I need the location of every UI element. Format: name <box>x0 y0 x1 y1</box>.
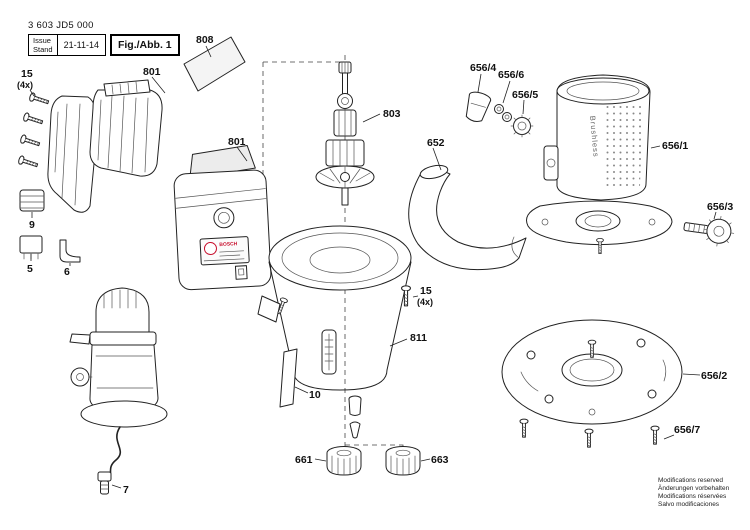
part-label-656-7: 656/7 <box>674 424 700 436</box>
part-label-661: 661 <box>295 454 313 466</box>
part-656-1-base-housing: Brushless <box>526 74 673 255</box>
part-label-5: 5 <box>27 263 33 275</box>
part-801-motor: BOSCH <box>173 144 272 291</box>
motor-housing-shells <box>47 79 163 213</box>
part-label-7: 7 <box>123 484 129 496</box>
note-line-de: Änderungen vorbehalten <box>658 485 730 492</box>
part-label-15-top: 15 <box>21 68 33 80</box>
part-803-armature <box>315 61 375 206</box>
part-labels: 15 (4x) 801 808 801 803 652 656/4 656/6 … <box>17 34 733 496</box>
part-label-656-3: 656/3 <box>707 201 733 213</box>
part-label-801-motor: 801 <box>228 136 246 148</box>
part-label-656-6: 656/6 <box>498 69 524 81</box>
modification-notes: Modifications reserved Änderungen vorbeh… <box>658 477 750 509</box>
assembled-router <box>69 287 168 482</box>
part-656-4-cap <box>465 91 492 122</box>
part-label-656-5: 656/5 <box>512 89 538 101</box>
spindle-small-parts <box>348 395 362 439</box>
part-label-803: 803 <box>383 108 401 120</box>
part-label-15-base-qty: (4x) <box>417 297 433 307</box>
part-808-plate <box>183 36 246 92</box>
issue-label: Issue <box>33 36 51 45</box>
brushless-text: Brushless <box>588 115 601 158</box>
part-811-base-cup <box>257 225 412 391</box>
part-label-801-housing: 801 <box>143 66 161 78</box>
part-label-656-2: 656/2 <box>701 370 727 382</box>
part-663-nut <box>385 446 421 476</box>
note-line-es: Salvo modificaciones <box>658 501 720 508</box>
title-block: 3 603 JD5 000 Issue Stand 21-11-14 Fig./… <box>28 20 180 56</box>
part-9-clip <box>19 189 45 212</box>
part-label-808: 808 <box>196 34 214 46</box>
part-652-hood <box>408 164 527 271</box>
part-656-6-washers <box>494 104 512 122</box>
part-label-656-4: 656/4 <box>470 62 496 74</box>
stand-label: Stand <box>33 45 53 54</box>
leader-lines <box>29 45 717 489</box>
part-label-10: 10 <box>309 389 321 401</box>
part-label-656-1: 656/1 <box>662 140 688 152</box>
part-656-3-knob-bolt <box>683 216 735 247</box>
part-7-cord-sleeve <box>97 471 112 495</box>
screws-15-top <box>17 91 50 170</box>
type-number: 3 603 JD5 000 <box>28 20 94 31</box>
note-line-fr: Modifications réservées <box>658 493 727 500</box>
part-656-5-nut <box>510 114 534 138</box>
figure-label: Fig./Abb. 1 <box>109 34 180 56</box>
part-label-9: 9 <box>29 219 35 231</box>
bosch-logo-text: BOSCH <box>219 241 238 248</box>
part-label-811: 811 <box>410 332 427 344</box>
part-label-15-top-qty: (4x) <box>17 80 33 90</box>
part-label-15-base: 15 <box>420 285 432 297</box>
note-line-en: Modifications reserved <box>658 477 724 484</box>
part-661-nut <box>326 446 362 476</box>
part-label-652: 652 <box>427 137 445 149</box>
part-label-663: 663 <box>431 454 449 466</box>
issue-date: 21-11-14 <box>63 40 99 50</box>
part-656-2-plate <box>501 319 683 425</box>
part-5-block <box>19 235 43 260</box>
part-label-6: 6 <box>64 266 70 278</box>
issue-stand-box: Issue Stand 21-11-14 <box>28 34 106 56</box>
screw-15-base <box>401 285 411 307</box>
part-6-clip <box>59 239 81 263</box>
part-10-strip <box>279 348 298 408</box>
